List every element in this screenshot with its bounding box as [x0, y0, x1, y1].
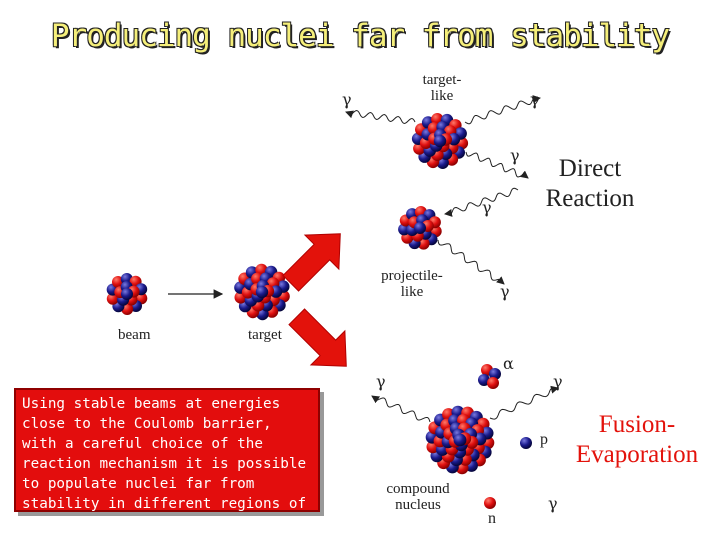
emitted-alpha — [478, 364, 501, 389]
target-like-nucleus — [411, 113, 469, 169]
alpha-label: α — [503, 354, 514, 373]
gamma-label: γ — [376, 372, 386, 391]
explanation-note: Using stable beams at energies close to … — [14, 388, 320, 532]
emitted-neutron — [484, 497, 496, 509]
gamma-label: γ — [510, 146, 520, 165]
beam-label: beam — [118, 327, 151, 343]
gamma-label: γ — [530, 90, 540, 109]
fusion-arrow — [288, 308, 347, 367]
gamma-label: γ — [553, 372, 563, 391]
target-like-label: target-like — [422, 72, 462, 104]
fusion-evaporation-heading: Fusion-Evaporation — [575, 411, 699, 468]
gamma-label: γ — [548, 494, 558, 513]
target-nucleus — [234, 263, 290, 321]
page-title: Producing nuclei far from stability — [50, 18, 670, 54]
target-label: target — [248, 327, 282, 343]
direct-reaction-arrow — [282, 233, 341, 292]
beam-nucleus — [106, 273, 148, 315]
neutron-label: n — [488, 510, 496, 527]
gamma-label: γ — [482, 198, 492, 217]
compound-nucleus — [425, 405, 495, 475]
proton-label: p — [540, 431, 548, 448]
gamma-label: γ — [342, 90, 352, 109]
gamma-rays-direct — [345, 95, 559, 423]
emitted-proton — [520, 437, 532, 449]
gamma-label: γ — [500, 282, 510, 301]
projectile-like-nucleus — [398, 206, 442, 250]
projectile-like-label: projectile-like — [381, 268, 443, 300]
